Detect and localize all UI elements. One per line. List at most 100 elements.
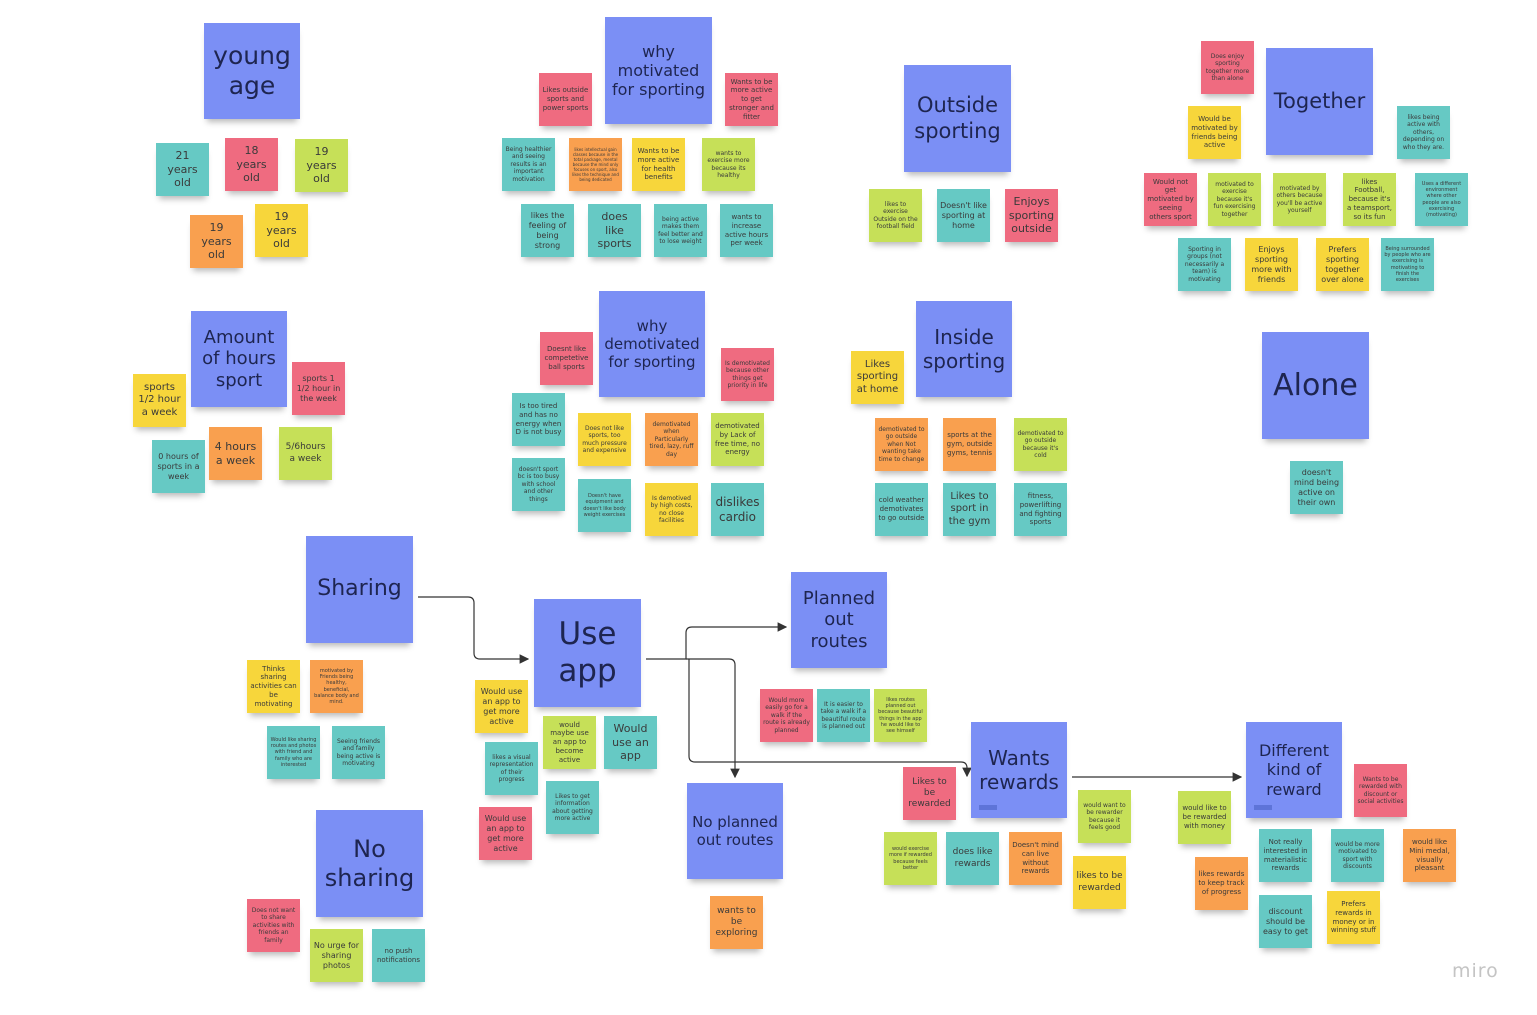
sticky-note[interactable]: likes being active with others, dependin… (1397, 106, 1450, 159)
sticky-note[interactable]: likes rewards to keep track of progress (1195, 857, 1248, 910)
sticky-note[interactable]: Doesn't like sporting at home (937, 189, 990, 242)
sticky-note[interactable]: Enjoys sporting outside (1005, 189, 1058, 242)
sticky-note[interactable]: likes to be rewarded (1073, 856, 1126, 909)
sticky-note[interactable]: 4 hours a week (209, 427, 262, 480)
sticky-note[interactable]: would like to be rewarded with money (1178, 791, 1231, 844)
sticky-note[interactable]: cold weather demotivates to go outside (875, 483, 928, 536)
sticky-note[interactable]: No urge for sharing photos (310, 929, 363, 982)
sticky-note[interactable]: would like Mini medal, visually pleasant (1403, 829, 1456, 882)
sticky-note[interactable]: being active makes them feel better and … (654, 204, 707, 257)
sticky-note[interactable]: motivated to exercise because it's fun e… (1208, 173, 1261, 226)
sticky-note[interactable]: likes to exercise Outside on the footbal… (869, 189, 922, 242)
sticky-note[interactable]: would maybe use an app to become active (543, 716, 596, 769)
sticky-note[interactable]: sports at the gym, outside gyms, tennis (943, 418, 996, 471)
sticky-note[interactable]: Thinks sharing activities can be motivat… (247, 660, 300, 713)
header-note-why-motivated[interactable]: why motivated for sporting (605, 17, 712, 124)
sticky-note[interactable]: Does not like sports, too much pressure … (578, 413, 631, 466)
sticky-note[interactable]: Likes to get information about getting m… (546, 781, 599, 834)
sticky-note[interactable]: Likes to be rewarded (903, 767, 956, 820)
sticky-note[interactable]: 21 years old (156, 143, 209, 196)
sticky-note[interactable]: sports 1 1/2 hour in the week (292, 362, 345, 415)
sticky-note[interactable]: no push notifications (372, 929, 425, 982)
sticky-note[interactable]: likes the feeling of being strong (521, 204, 574, 257)
sticky-note[interactable]: discount should be easy to get (1259, 895, 1312, 948)
sticky-note[interactable]: 19 years old (190, 215, 243, 268)
sticky-note[interactable]: fitness, powerlifting and fighting sport… (1014, 483, 1067, 536)
sticky-note[interactable]: Doesn't have equipment and doesn't like … (578, 479, 631, 532)
header-note-alone[interactable]: Alone (1262, 332, 1369, 439)
sticky-note[interactable]: wants to increase active hours per week (720, 204, 773, 257)
sticky-note[interactable]: Wants to be more active to get stronger … (725, 73, 778, 126)
header-note-why-demotivated[interactable]: why demotivated for sporting (599, 291, 705, 397)
header-note-use-app[interactable]: Use app (534, 599, 641, 707)
sticky-note[interactable]: It is easier to take a walk if a beautif… (817, 689, 870, 742)
sticky-note[interactable]: likes Football, because it's a teamsport… (1343, 173, 1396, 226)
sticky-note[interactable]: Prefers rewards in money or in winning s… (1327, 891, 1380, 944)
sticky-note[interactable]: likes intellectual gain classes because … (569, 138, 622, 191)
sticky-note[interactable]: Being surrounded by people who are exerc… (1381, 238, 1434, 291)
sticky-note[interactable]: Is demotived by high costs, no close fac… (645, 483, 698, 536)
sticky-note[interactable]: demotivated to go outside when Not wanti… (875, 418, 928, 471)
sticky-note[interactable]: Would use an app (604, 716, 657, 769)
sticky-note[interactable]: Likes to sport in the gym (943, 483, 996, 536)
sticky-note[interactable]: Would be motivated by friends being acti… (1188, 106, 1241, 159)
sticky-note[interactable]: does like rewards (946, 832, 999, 885)
sticky-note[interactable]: Wants to be rewarded with discount or so… (1354, 764, 1407, 817)
sticky-note[interactable]: dislikes cardio (711, 483, 764, 536)
sticky-note[interactable]: Would use an app to get more active (475, 680, 528, 733)
sticky-note[interactable]: Likes sporting at home (851, 351, 904, 404)
sticky-note[interactable]: 5/6hours a week (279, 427, 332, 480)
sticky-note[interactable]: does like sports (588, 204, 641, 257)
sticky-note[interactable]: motivated by Friends being healthy, bene… (310, 660, 363, 713)
sticky-note[interactable]: motivated by others because you'll be ac… (1273, 173, 1326, 226)
sticky-note[interactable]: 19 years old (295, 139, 348, 192)
sticky-note[interactable]: Doesnt like competetive ball sports (540, 332, 593, 385)
sticky-note[interactable]: Seeing friends and family being active i… (332, 726, 385, 779)
sticky-note[interactable]: Doesn't mind can live without rewards (1009, 832, 1062, 885)
sticky-note[interactable]: Would like sharing routes and photos wit… (267, 726, 320, 779)
sticky-note[interactable]: demotivated when Particularly tired, laz… (645, 413, 698, 466)
sticky-note[interactable]: 0 hours of sports in a week (152, 440, 205, 493)
header-note-amount-of-hours[interactable]: Amount of hours sport (191, 311, 287, 407)
sticky-note[interactable]: would be more motivated to sport with di… (1331, 829, 1384, 882)
sticky-note[interactable]: demotivated to go outside because it's c… (1014, 418, 1067, 471)
sticky-note[interactable]: Would more easily go for a walk if the r… (760, 689, 813, 742)
sticky-note[interactable]: 19 years old (255, 204, 308, 257)
header-note-wants-rewards[interactable]: Wants rewards (971, 722, 1067, 818)
sticky-note[interactable]: Being healthier and seeing results is an… (502, 138, 555, 191)
sticky-note[interactable]: demotivated by Lack of free time, no ene… (711, 413, 764, 466)
sticky-note[interactable]: doesn't sport bc is too busy with school… (512, 458, 565, 511)
sticky-note[interactable]: 18 years old (225, 138, 278, 191)
sticky-note[interactable]: Enjoys sporting more with friends (1245, 238, 1298, 291)
sticky-note[interactable]: Prefers sporting together over alone (1316, 238, 1369, 291)
header-note-no-sharing[interactable]: No sharing (316, 810, 423, 917)
header-note-sharing[interactable]: Sharing (306, 536, 413, 643)
header-note-outside-sporting[interactable]: Outside sporting (904, 65, 1011, 172)
sticky-note[interactable]: Does enjoy sporting together more than a… (1201, 41, 1254, 94)
sticky-note[interactable]: doesn't mind being active on their own (1290, 461, 1343, 514)
sticky-note[interactable]: sports 1/2 hour a week (133, 374, 186, 427)
sticky-note[interactable]: likes routes planned out because beautif… (874, 689, 927, 742)
header-note-inside-sporting[interactable]: Inside sporting (916, 301, 1012, 397)
header-note-no-planned-routes[interactable]: No planned out routes (687, 783, 783, 879)
header-note-together[interactable]: Together (1266, 48, 1373, 155)
sticky-note[interactable]: Would use an app to get more active (479, 807, 532, 860)
sticky-note[interactable]: Likes outside sports and power sports (539, 73, 592, 126)
sticky-note[interactable]: likes a visual representation of their p… (485, 742, 538, 795)
sticky-note[interactable]: Would not get motivated by seeing others… (1144, 173, 1197, 226)
header-note-young-age[interactable]: young age (204, 23, 300, 119)
header-note-different-reward[interactable]: Different kind of reward (1246, 722, 1342, 818)
sticky-note[interactable]: Is demotivated because other things get … (721, 348, 774, 401)
sticky-note[interactable]: wants to be exploring (710, 896, 763, 949)
sticky-note[interactable]: would exercise more if rewarded because … (884, 832, 937, 885)
sticky-note[interactable]: Uses a different environment where other… (1415, 173, 1468, 226)
sticky-note[interactable]: Wants to be more active for health benef… (632, 138, 685, 191)
sticky-note[interactable]: Does not want to share activities with f… (247, 899, 300, 952)
header-note-planned-routes[interactable]: Planned out routes (791, 572, 887, 668)
sticky-note[interactable]: would want to be rewarder because it fee… (1078, 790, 1131, 843)
sticky-note[interactable]: wants to exercise more because its healt… (702, 138, 755, 191)
sticky-note[interactable]: Is too tired and has no energy when D is… (512, 393, 565, 446)
sticky-note[interactable]: Sporting in groups (not necessarily a te… (1178, 238, 1231, 291)
sticky-note[interactable]: Not really interested in materialistic r… (1259, 829, 1312, 882)
